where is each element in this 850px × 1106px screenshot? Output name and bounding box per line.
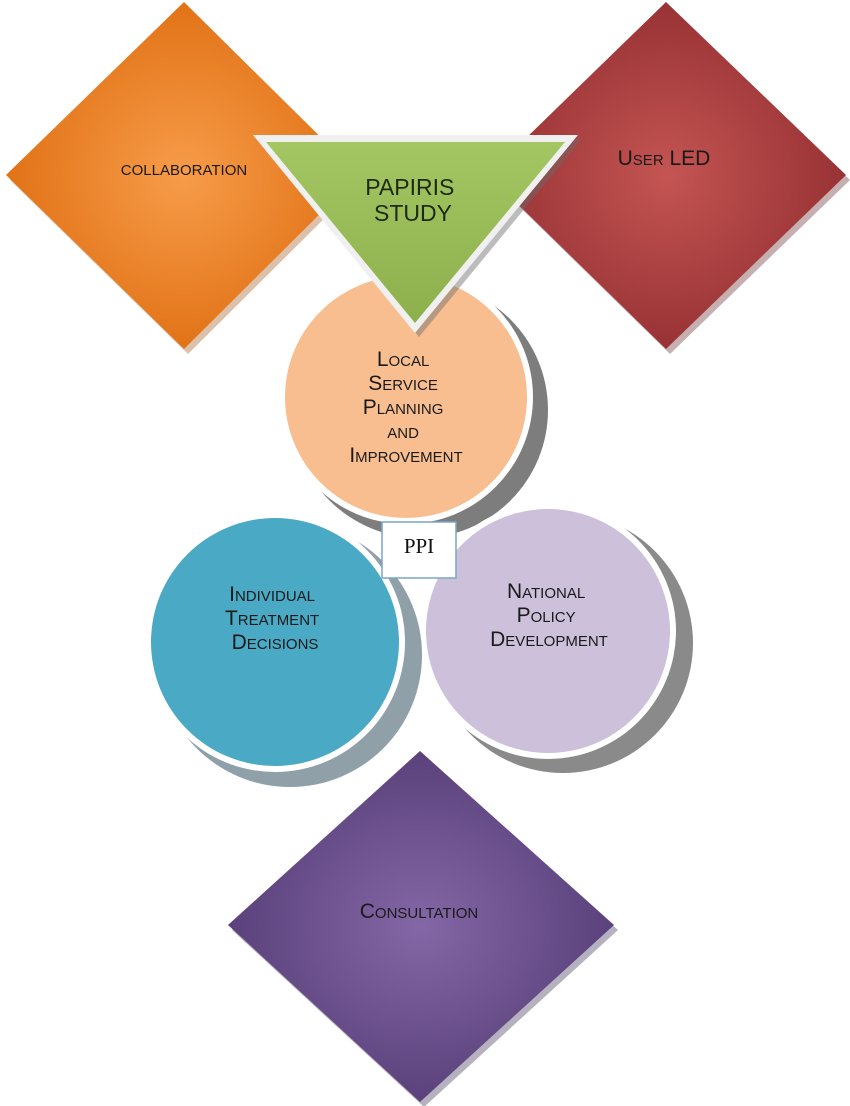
user-led-label: User LED [618,147,711,170]
consultation-diamond: Consultation [228,751,618,1106]
ppi-box: PPI [381,521,457,579]
ppi-label: PPI [404,534,434,558]
papiris-study-triangle: PAPIRIS STUDY [253,135,582,337]
consultation-label: Consultation [360,900,479,923]
individual-treatment-circle: Individual Treatment Decisions [145,512,422,787]
collaboration-diamond: collaboration [6,2,363,354]
local-service-circle: Local Service Planning and Improvement [279,270,548,538]
local-service-label: Local Service Planning and Improvement [349,348,462,467]
national-policy-label: National Policy Development [490,580,608,651]
user-led-diamond: User LED [488,2,850,354]
national-policy-circle: National Policy Development [420,503,693,773]
collaboration-label: collaboration [121,157,247,180]
papiris-study-label: PAPIRIS STUDY [365,174,460,226]
individual-treatment-label: Individual Treatment Decisions [225,583,325,654]
